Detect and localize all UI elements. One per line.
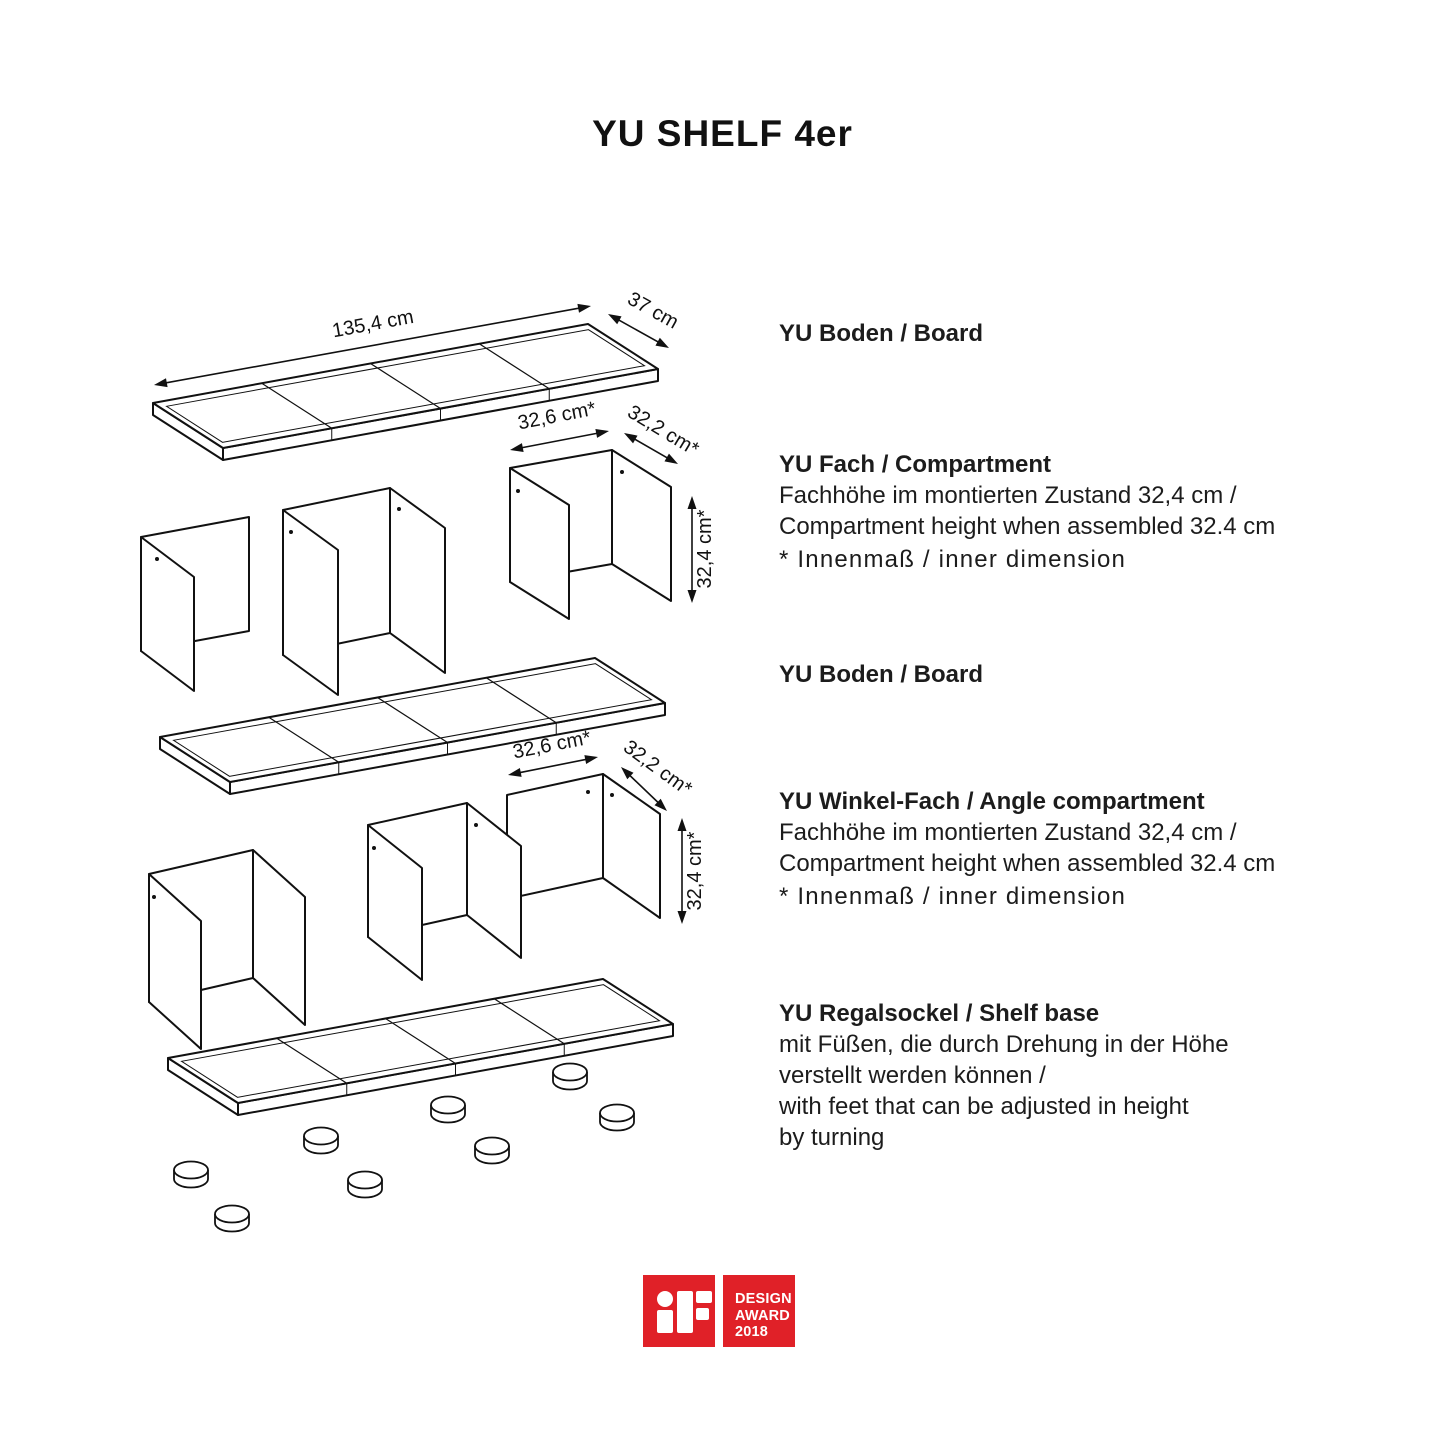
section-board-middle: YU Boden / Board (779, 659, 1339, 690)
dim-label-board-length: 135,4 cm (330, 306, 415, 342)
section-compartment: YU Fach / Compartment Fachhöhe im montie… (779, 449, 1339, 575)
compartment-left (140, 516, 250, 692)
section-footnote: * Innenmaß / inner dimension (779, 546, 1127, 573)
section-line: verstellt werden können / (779, 1062, 1046, 1089)
section-heading: YU Boden / Board (779, 661, 984, 688)
award-line: AWARD (735, 1307, 790, 1324)
dim-label-compartment-depth: 32,2 cm* (624, 401, 703, 461)
section-line: mit Füßen, die durch Drehung in der Höhe (779, 1031, 1229, 1058)
shelf-base-board (167, 978, 674, 1116)
section-line: Compartment height when assembled 32.4 c… (779, 513, 1276, 540)
section-heading: YU Winkel-Fach / Angle compartment (779, 788, 1205, 815)
section-angle-compartment: YU Winkel-Fach / Angle compartment Fachh… (779, 786, 1339, 912)
if-logo-f-arm-mid (696, 1308, 709, 1320)
shelf-feet (173, 1062, 635, 1233)
if-logo-i-dot (657, 1291, 673, 1307)
if-design-award-logo: DESIGN AWARD 2018 (643, 1275, 798, 1347)
section-board-top: YU Boden / Board (779, 318, 1339, 349)
if-logo-f-arm-top (696, 1291, 712, 1303)
if-logo-i-bar (657, 1310, 673, 1333)
award-line: 2018 (735, 1324, 769, 1340)
section-heading: YU Boden / Board (779, 320, 984, 347)
section-shelf-base: YU Regalsockel / Shelf base mit Füßen, d… (779, 998, 1339, 1153)
section-line: with feet that can be adjusted in height (779, 1093, 1189, 1120)
if-award-text: DESIGN AWARD 2018 (723, 1275, 795, 1347)
board-middle (159, 657, 666, 795)
dim-label-angle-compartment-height: 32,4 cm* (684, 831, 706, 910)
section-heading: YU Regalsockel / Shelf base (779, 1000, 1100, 1027)
section-line: by turning (779, 1124, 885, 1151)
angle-compartment-right (506, 773, 661, 919)
compartment-middle (282, 487, 446, 696)
section-line: Fachhöhe im montierten Zustand 32,4 cm / (779, 819, 1237, 846)
section-heading: YU Fach / Compartment (779, 451, 1052, 478)
angle-compartment-middle (367, 802, 522, 981)
dim-label-board-depth: 37 cm (624, 288, 682, 334)
section-line: Compartment height when assembled 32.4 c… (779, 850, 1276, 877)
compartment-right (509, 449, 672, 620)
dim-label-angle-compartment-depth: 32,2 cm* (619, 736, 696, 800)
page-title: YU SHELF 4er (592, 113, 853, 154)
if-logo-mark (643, 1275, 715, 1347)
section-footnote: * Innenmaß / inner dimension (779, 883, 1127, 910)
award-line: DESIGN (735, 1291, 792, 1307)
if-logo-f-bar (677, 1291, 693, 1333)
section-line: Fachhöhe im montierten Zustand 32,4 cm / (779, 482, 1237, 509)
dimension-arrows (154, 303, 697, 924)
dim-label-compartment-height: 32,4 cm* (694, 509, 716, 588)
board-top (152, 323, 659, 461)
angle-compartment-left (148, 849, 306, 1050)
diagram-geometry (140, 303, 697, 1233)
